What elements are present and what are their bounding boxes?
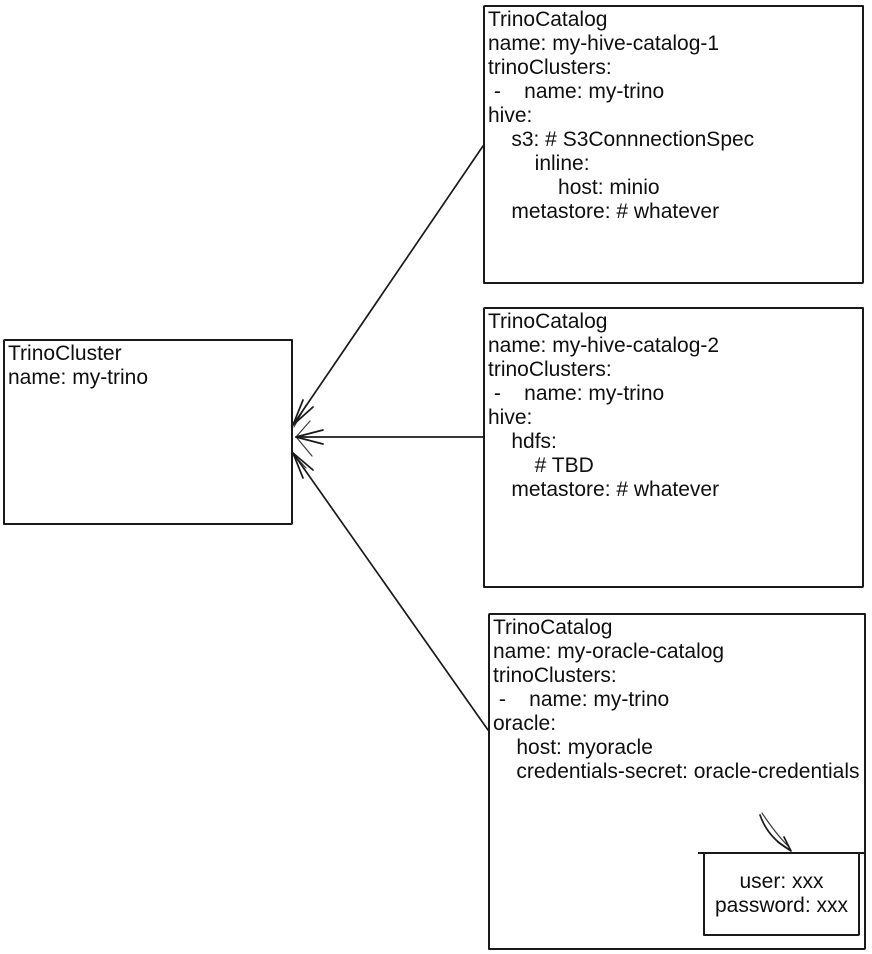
yaml-line: host: myoracle [493,736,653,759]
yaml-line: host: minio [488,176,660,199]
trino-catalog-box-hive-1: TrinoCatalog name: my-hive-catalog-1 tri… [483,5,864,284]
yaml-line: trinoClusters: [493,664,617,687]
connector-catalog1-to-cluster [292,145,484,426]
credentials-secret-box: user: xxx password: xxx [698,852,865,936]
yaml-line: hdfs: [488,430,557,453]
trino-catalog-box-hive-2: TrinoCatalog name: my-hive-catalog-2 tri… [483,307,864,588]
arrowhead-catalog2-sketch [295,420,313,457]
yaml-line: name: my-trino [8,366,149,389]
yaml-line: trinoClusters: [488,358,612,381]
yaml-line: name: my-hive-catalog-2 [488,334,720,357]
trino-catalog-box-oracle: TrinoCatalog name: my-oracle-catalog tri… [488,613,866,950]
yaml-line: oracle: [493,712,557,735]
trino-cluster-box: TrinoCluster name: my-trino [3,339,293,525]
secret-line-user: user: xxx [739,870,824,893]
arrowhead-catalog3-sketch [293,454,307,469]
yaml-line: inline: [488,152,590,175]
yaml-line: hive: [488,406,533,429]
arrowhead-catalog1-icon [292,399,314,426]
yaml-line: metastore: # whatever [488,200,720,223]
yaml-line: trinoClusters: [488,56,612,79]
yaml-line: TrinoCatalog [493,616,613,639]
yaml-line: name: my-oracle-catalog [493,640,725,663]
yaml-line: name: my-hive-catalog-1 [488,32,720,55]
secret-line-password: password: xxx [714,894,849,917]
yaml-line: TrinoCatalog [488,310,608,333]
yaml-line: - name: my-trino [488,80,665,103]
yaml-line: - name: my-trino [488,382,665,405]
arrowhead-catalog1-sketch [293,404,307,428]
yaml-line: hive: [488,104,533,127]
yaml-line: - name: my-trino [493,688,670,711]
yaml-line: TrinoCatalog [488,8,608,31]
yaml-line: metastore: # whatever [488,478,720,501]
yaml-line: credentials-secret: oracle-credentials [493,760,860,783]
yaml-line: s3: # S3ConnnectionSpec [488,128,755,151]
connector-catalog3-to-cluster [292,452,489,731]
yaml-line: # TBD [488,454,594,477]
arrowhead-catalog3-icon [292,452,314,479]
yaml-line: TrinoCluster [8,342,122,365]
arrowhead-catalog2-icon [295,429,324,445]
